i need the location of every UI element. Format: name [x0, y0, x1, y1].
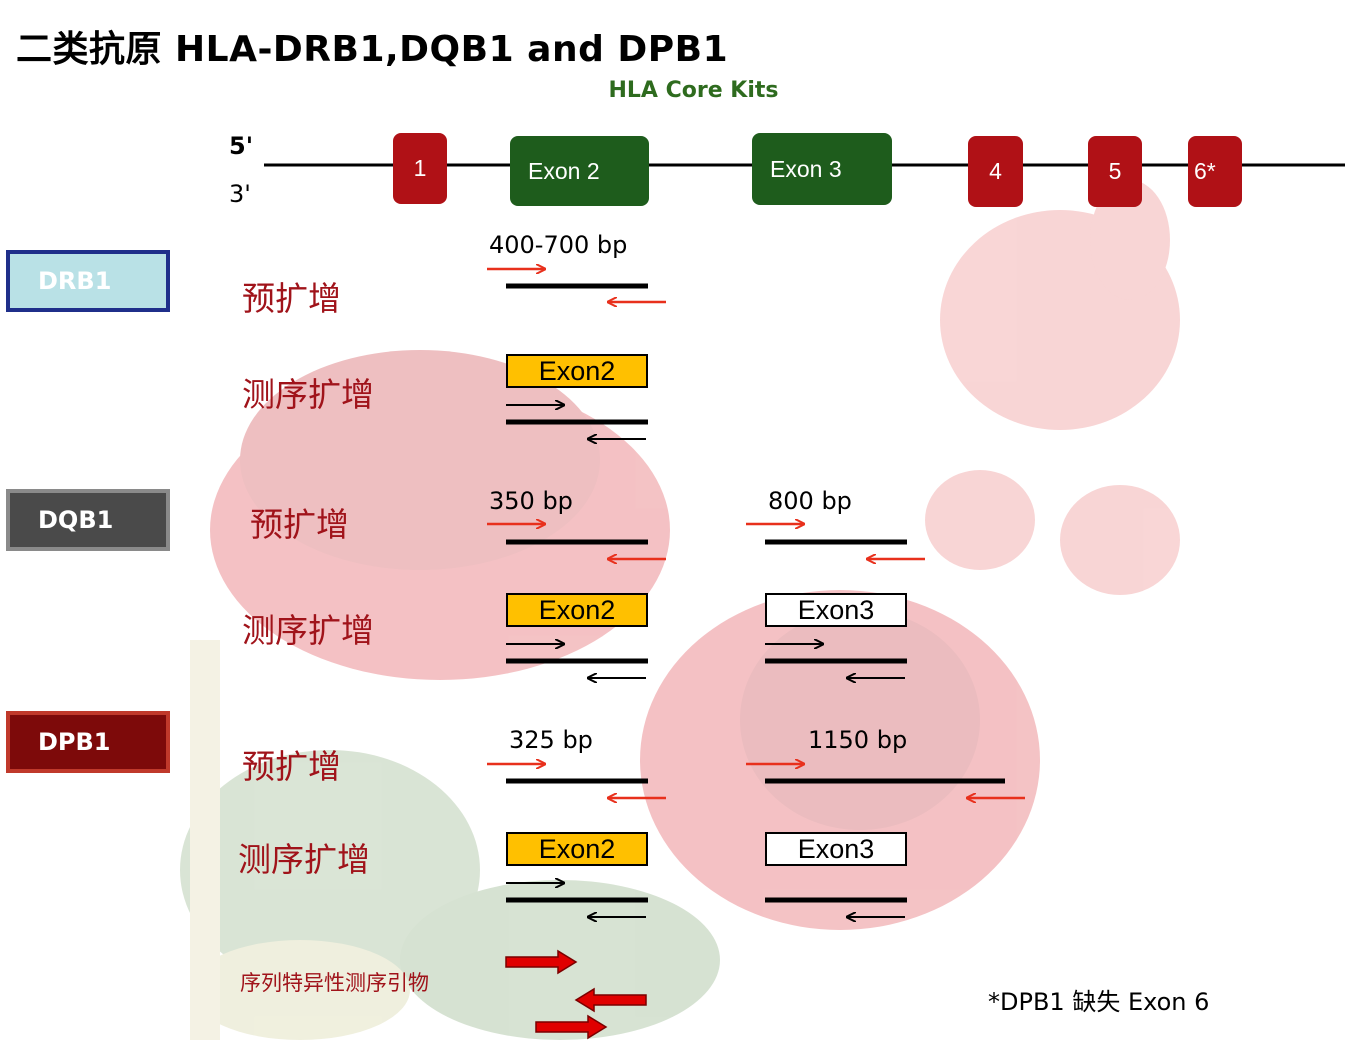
legend-forward-primer-arrow	[505, 949, 578, 975]
sequencing-primer-legend-arrows	[505, 949, 647, 1040]
drb1-exon2-amplicon-size: 400-700 bp	[489, 231, 628, 259]
strand-3-prime-label: 3'	[229, 180, 251, 208]
exon-1-block: 1	[393, 133, 447, 204]
strand-5-prime-label: 5'	[229, 132, 254, 160]
dpb1-gene-tag: DPB1	[6, 711, 170, 773]
dpb1-exon3-amplicon-size: 1150 bp	[808, 726, 908, 754]
dpb1-exon2-sequencing-box: Exon2	[506, 832, 648, 866]
dpb1-exon6-footnote: *DPB1 缺失 Exon 6	[988, 988, 1210, 1016]
dpb1-exon3-sequencing-box: Exon3	[765, 832, 907, 866]
dpb1-sequencing-amplification-label: 测序扩增	[238, 840, 370, 879]
diagram-subtitle: HLA Core Kits	[608, 78, 779, 103]
dqb1-sequencing-amplification-label: 测序扩增	[242, 611, 374, 650]
drb1-pre-amplification-label: 预扩增	[242, 279, 341, 318]
sequencing-primer-legend-label: 序列特异性测序引物	[240, 971, 429, 995]
exon-2-block: Exon 2	[510, 136, 649, 206]
dqb1-exon2-sequencing-box: Exon2	[506, 593, 648, 627]
legend-forward-primer-arrow-2	[535, 1014, 608, 1040]
dqb1-exon3-sequencing-box: Exon3	[765, 593, 907, 627]
dpb1-pre-amplification-label: 预扩增	[242, 747, 341, 786]
exon-5-block: 5	[1088, 136, 1142, 207]
drb1-sequencing-amplification-label: 测序扩增	[242, 375, 374, 414]
exon-4-block: 4	[968, 136, 1023, 207]
dqb1-exon2-amplicon-size: 350 bp	[489, 487, 573, 515]
exon-6-block: 6*	[1188, 136, 1242, 207]
dqb1-pre-amplification-label: 预扩增	[250, 505, 349, 544]
exon-3-block: Exon 3	[752, 133, 892, 205]
page-title: 二类抗原 HLA-DRB1,DQB1 and DPB1	[16, 29, 729, 70]
legend-reverse-primer-arrow	[574, 987, 647, 1013]
dpb1-exon2-amplicon-size: 325 bp	[509, 726, 593, 754]
drb1-gene-tag: DRB1	[6, 250, 170, 312]
dqb1-exon3-amplicon-size: 800 bp	[768, 487, 852, 515]
drb1-exon2-sequencing-box: Exon2	[506, 354, 648, 388]
dqb1-gene-tag: DQB1	[6, 489, 170, 551]
